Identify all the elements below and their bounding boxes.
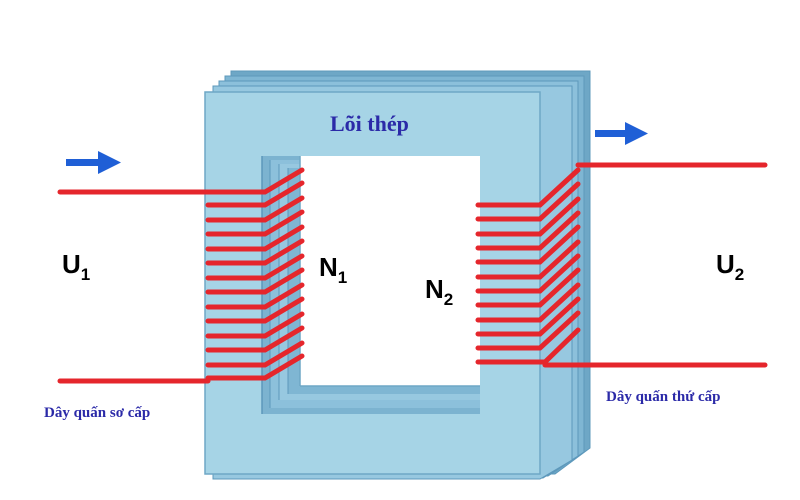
primary-winding-label: Dây quấn sơ cấp bbox=[44, 405, 150, 421]
core-label: Lõi thép bbox=[330, 111, 409, 136]
arrow-right-icon bbox=[595, 122, 648, 145]
secondary-winding-label: Dây quấn thứ cấp bbox=[606, 389, 720, 405]
primary-voltage-label: U1 bbox=[62, 249, 90, 284]
core-window bbox=[261, 156, 480, 414]
secondary-winding bbox=[475, 162, 768, 368]
secondary-turns-label: N2 bbox=[425, 274, 453, 309]
primary-turns-label: N1 bbox=[319, 252, 347, 287]
primary-winding bbox=[57, 167, 305, 384]
secondary-voltage-label: U2 bbox=[716, 249, 744, 284]
arrow-right-icon bbox=[66, 151, 121, 174]
